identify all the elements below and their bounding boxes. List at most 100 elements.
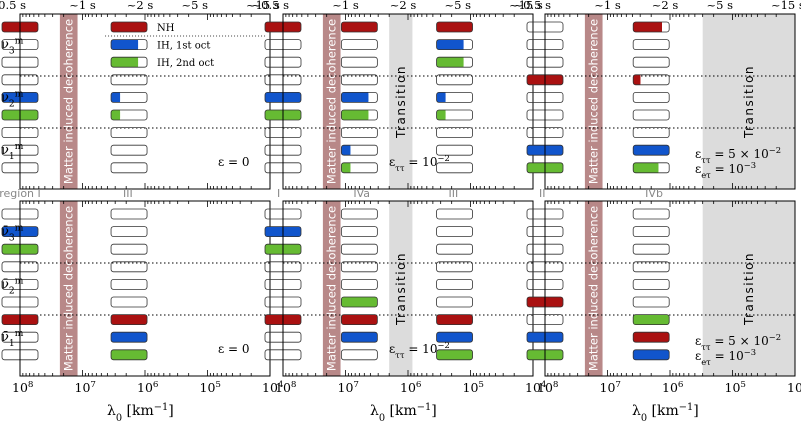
state-fill-bar — [635, 74, 641, 85]
time-tick-label: ~2 s — [390, 0, 417, 12]
state-box — [632, 127, 670, 138]
state-box — [110, 296, 148, 308]
state-box — [436, 314, 473, 326]
state-fill-bar — [343, 162, 351, 173]
state-box — [340, 314, 378, 326]
state-fill-bar — [341, 332, 378, 343]
transition-label: Transition — [742, 252, 756, 326]
state-box — [110, 39, 148, 50]
annotation-text: εττ = 5 × 10−2 — [695, 145, 781, 165]
state-box — [110, 208, 148, 220]
state-box — [110, 127, 148, 138]
state-box — [436, 162, 473, 174]
transition-label: Transition — [394, 65, 408, 139]
x-tick-label: 108 — [275, 380, 296, 395]
state-box — [632, 39, 670, 50]
state-box — [632, 296, 670, 308]
time-tick-label: ~5 s — [444, 0, 471, 12]
region-label: III — [449, 187, 459, 200]
region-label: IVb — [645, 187, 663, 200]
decoherence-label: Matter induced decoherence — [587, 19, 601, 184]
x-tick-label: 107 — [600, 380, 621, 395]
legend-entry: NH — [157, 23, 175, 34]
state-box — [436, 226, 473, 238]
state-box — [110, 349, 148, 361]
x-tick-label: 104 — [787, 380, 801, 395]
state-box — [340, 92, 378, 103]
decoherence-band — [322, 14, 341, 189]
state-box — [632, 208, 670, 220]
state-box — [340, 21, 378, 33]
state-box — [436, 127, 473, 138]
mass-eigenstate-label: ν̄2m — [1, 276, 24, 296]
region-label: I — [277, 187, 280, 200]
state-fill-bar — [438, 92, 446, 103]
x-tick-label: 108 — [12, 380, 33, 395]
transition-band — [389, 201, 413, 376]
state-box — [340, 296, 378, 308]
state-fill-bar — [113, 39, 139, 50]
x-tick-label: 106 — [400, 380, 422, 395]
state-fill-bar — [436, 22, 473, 32]
state-box — [340, 226, 378, 238]
time-tick-label: ~1 s — [594, 0, 621, 12]
time-tick-label: ~2 s — [127, 0, 154, 12]
time-tick-label: ~2 s — [652, 0, 679, 12]
state-fill-bar — [343, 110, 369, 120]
decoherence-label: Matter induced decoherence — [62, 19, 76, 184]
panel-top-2: Matter induced decoherence Transition — [264, 13, 534, 190]
state-fill-bar — [341, 22, 378, 32]
mass-eigenstate-label: ν2m — [1, 89, 24, 109]
state-box — [110, 226, 148, 238]
state-box — [340, 208, 378, 220]
annotation-text: ε = 0 — [218, 155, 250, 169]
state-box — [340, 144, 378, 156]
state-box — [436, 109, 473, 121]
x-tick-label: 107 — [338, 380, 359, 395]
state-fill-bar — [633, 314, 670, 325]
state-fill-bar — [633, 332, 670, 343]
annotation-text: εeτ = 10−3 — [695, 347, 756, 367]
state-fill-bar — [113, 92, 121, 103]
panel-bottom-1: Matter induced decoherence — [1, 200, 271, 377]
decoherence-band — [322, 201, 341, 376]
annotation-text: εeτ = 10−3 — [695, 160, 756, 180]
time-tick-label: ~5 s — [706, 0, 733, 12]
decoherence-label: Matter induced decoherence — [325, 19, 339, 184]
mass-eigenstate-label: ν̄3m — [1, 224, 24, 244]
time-tick-label: ~0.5 s — [252, 0, 290, 12]
decoherence-band — [584, 201, 603, 376]
state-fill-bar — [343, 92, 369, 103]
state-box — [110, 74, 148, 86]
annotation-text: εττ = 10−2 — [389, 340, 450, 360]
x-axis-label: λ0 [km−1] — [632, 402, 699, 421]
time-tick-label: ~15 s — [246, 0, 280, 12]
state-fill-bar — [111, 314, 148, 325]
decoherence-label: Matter induced decoherence — [62, 206, 76, 371]
region-label: III — [123, 187, 133, 200]
state-box — [340, 56, 378, 68]
transition-band — [702, 201, 795, 376]
x-tick-label: 104 — [262, 380, 284, 395]
time-tick-label: ~0.5 s — [514, 0, 552, 12]
state-fill-bar — [635, 22, 662, 32]
state-box — [340, 39, 378, 50]
panel-top-1: Matter induced decoherence — [1, 13, 271, 190]
time-tick-label: ~0.5 s — [0, 0, 26, 12]
state-box — [632, 261, 670, 273]
state-box — [110, 56, 148, 68]
state-box — [632, 144, 670, 156]
state-box — [436, 92, 473, 103]
state-fill-bar — [436, 314, 473, 325]
state-fill-bar — [436, 332, 473, 343]
region-label: IVa — [353, 187, 370, 200]
state-fill-bar — [633, 145, 670, 156]
annotation-text: εττ = 5 × 10−2 — [695, 332, 781, 352]
state-fill-bar — [343, 145, 351, 156]
state-box — [436, 296, 473, 308]
time-tick-label: ~5 s — [181, 0, 208, 12]
state-box — [436, 56, 473, 68]
